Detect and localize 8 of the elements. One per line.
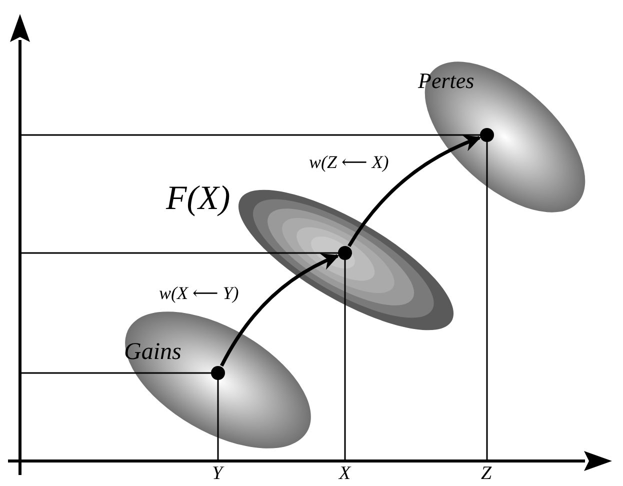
axis-tick-label: Y — [212, 464, 223, 483]
edge-label: w(X ⟵ Y) — [158, 284, 240, 302]
axis-tick-label: Z — [481, 464, 492, 483]
curved-arrow — [348, 135, 482, 248]
curved-arrow — [220, 254, 340, 367]
axis-tick-label: X — [339, 464, 351, 483]
region-label: F(X) — [166, 182, 230, 216]
edge-label: w(Z ⟵ X) — [308, 153, 390, 171]
